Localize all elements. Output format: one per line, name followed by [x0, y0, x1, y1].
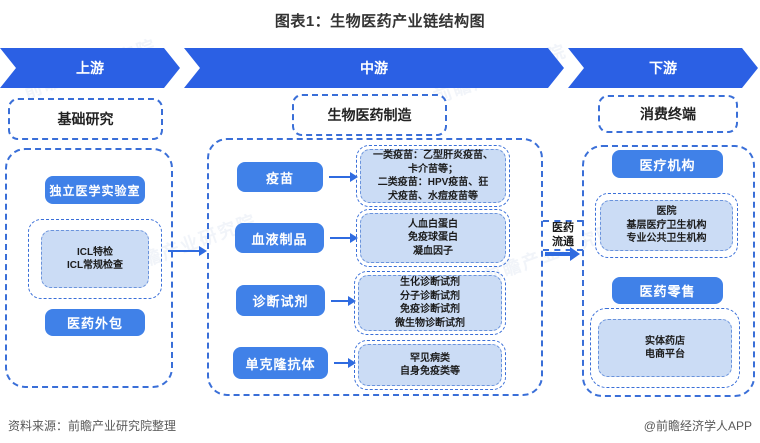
box-diagnostic-reagents: 诊断试剂 [236, 285, 325, 316]
flow-arrow-right-icon [545, 247, 580, 261]
header-basic-research: 基础研究 [8, 98, 163, 140]
arrow-right-icon [168, 246, 207, 256]
arrow-right-icon [330, 233, 358, 243]
mab-detail-box: 罕见病类 自身免疫类等 [358, 344, 502, 386]
arrow-right-icon [334, 358, 356, 368]
header-consumer-terminal: 消费终端 [598, 95, 738, 133]
footer-source: 资料来源：前瞻产业研究院整理 [8, 419, 177, 433]
stage-chevron-upstream: 上游 [0, 48, 180, 88]
retail-detail-box: 实体药店 电商平台 [598, 319, 732, 377]
footer-credit: @前瞻经济学人APP [643, 419, 752, 433]
mab-detail-wrapper: 罕见病类 自身免疫类等 [354, 340, 506, 390]
page-title: 图表1：生物医药产业链结构图 [274, 13, 486, 30]
diagnostic-detail-wrapper: 生化诊断试剂 分子诊断试剂 免疫诊断试剂 微生物诊断试剂 [354, 271, 506, 335]
blood-detail-box: 人血白蛋白 免疫球蛋白 凝血因子 [360, 213, 506, 263]
icl-detail-wrapper: ICL特检 ICL常规检查 [28, 219, 162, 299]
medical-detail-box: 医院 基层医疗卫生机构 专业公共卫生机构 [600, 200, 733, 251]
medical-detail-wrapper: 医院 基层医疗卫生机构 专业公共卫生机构 [595, 193, 738, 258]
box-medical-institutions: 医疗机构 [612, 150, 723, 178]
box-pharma-outsourcing: 医药外包 [45, 309, 145, 336]
box-vaccine: 疫苗 [237, 162, 323, 192]
box-pharma-retail: 医药零售 [612, 277, 723, 304]
box-blood-products: 血液制品 [235, 223, 324, 253]
upstream-container [5, 148, 173, 388]
downstream-container [582, 145, 755, 397]
diagnostic-detail-box: 生化诊断试剂 分子诊断试剂 免疫诊断试剂 微生物诊断试剂 [358, 275, 502, 331]
arrow-right-icon [329, 172, 358, 182]
pharma-circulation-label: 医药 流通 [543, 220, 583, 251]
retail-detail-wrapper: 实体药店 电商平台 [590, 308, 740, 388]
box-monoclonal-antibody: 单克隆抗体 [233, 347, 328, 379]
icl-detail-box: ICL特检 ICL常规检查 [41, 230, 149, 288]
stage-label: 中游 [360, 60, 388, 76]
stage-label: 下游 [649, 60, 677, 76]
header-biomed-manufacturing: 生物医药制造 [292, 94, 447, 136]
stage-chevron-downstream: 下游 [568, 48, 758, 88]
vaccine-detail-wrapper: 一类疫苗：乙型肝炎疫苗、 卡介苗等； 二类疫苗：HPV疫苗、狂 犬疫苗、水痘疫苗… [356, 145, 510, 207]
stage-label: 上游 [76, 60, 104, 76]
blood-detail-wrapper: 人血白蛋白 免疫球蛋白 凝血因子 [356, 209, 510, 267]
arrow-right-icon [331, 296, 356, 306]
midstream-container [207, 138, 543, 396]
vaccine-detail-box: 一类疫苗：乙型肝炎疫苗、 卡介苗等； 二类疫苗：HPV疫苗、狂 犬疫苗、水痘疫苗… [360, 149, 506, 203]
box-independent-medical-lab: 独立医学实验室 [45, 176, 145, 204]
stage-chevron-midstream: 中游 [184, 48, 564, 88]
